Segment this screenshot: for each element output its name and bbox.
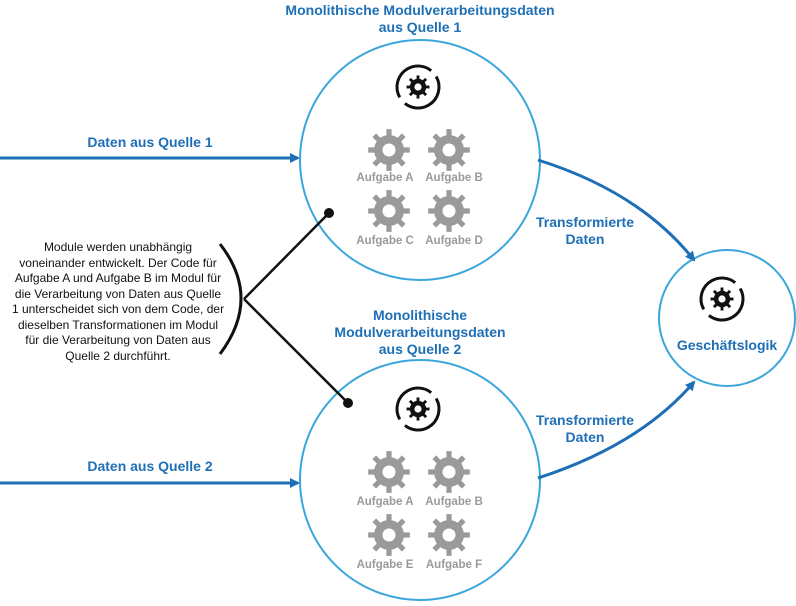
note-pointer-dot-module2: [343, 398, 353, 408]
gear-hub: [442, 143, 456, 157]
note-line: für die Verarbeitung von Daten aus: [25, 333, 211, 347]
gear-hub: [718, 295, 726, 303]
module2-circle: [299, 359, 541, 601]
gear-icon: [428, 514, 470, 556]
note-pointer-dot-module1: [324, 208, 334, 218]
business-logic-label: Geschäftslogik: [676, 337, 778, 353]
module2-title-line: aus Quelle 2: [378, 341, 462, 357]
gear-icon: [428, 129, 470, 171]
gear-hub: [382, 465, 396, 479]
gear-icon: [368, 190, 410, 232]
note-pointer-module1: [243, 212, 330, 300]
gear-hub: [442, 204, 456, 218]
module1-title-line: aus Quelle 1: [378, 19, 462, 35]
module2-title-line: Modulverarbeitungsdaten: [334, 324, 506, 340]
module2-title: Monolithische Modulverarbeitungsdaten au…: [310, 307, 530, 358]
note-line: dieselben Transformationen im Modul: [17, 317, 219, 332]
module1-title: Monolithische Modulverarbeitungsdaten au…: [262, 2, 578, 36]
note-line: 1 unterscheidet sich von dem Code, der: [11, 302, 225, 316]
transform2-arrow: [537, 380, 696, 480]
module1-title-line: Monolithische Modulverarbeitungsdaten: [285, 2, 555, 18]
note-line: Aufgabe A und Aufgabe B im Modul für: [14, 271, 222, 285]
transform1-arrow: [537, 158, 696, 262]
transform1-label-line: Daten: [565, 231, 605, 247]
task-label: Aufgabe B: [425, 496, 483, 508]
transform1-label-line: Transformierte: [535, 214, 635, 230]
gear-icon: [368, 451, 410, 493]
task-label: Aufgabe B: [425, 172, 483, 184]
input2-label: Daten aus Quelle 2: [87, 458, 213, 474]
gear-hub: [442, 528, 456, 542]
transform1-label: Transformierte Daten: [520, 214, 650, 248]
note-line: voneinander entwickelt. Der Code für: [19, 255, 217, 270]
note-line: die Verarbeitung von Daten aus Quelle: [14, 286, 222, 301]
gear-icon: [368, 514, 410, 556]
task-label: Aufgabe F: [426, 559, 482, 571]
note-bracket: [218, 243, 243, 355]
note-text: Module werden unabhängig voneinander ent…: [0, 240, 236, 364]
note-line: Module werden unabhängig: [43, 240, 193, 254]
gear-hub: [382, 528, 396, 542]
gear-hub: [414, 405, 422, 413]
note-line: Quelle 2 durchführt.: [65, 348, 171, 363]
gear-hub: [442, 465, 456, 479]
gear-hub: [414, 83, 422, 91]
module1-circle: [299, 39, 541, 281]
gear-icon: [428, 451, 470, 493]
transform2-label-line: Transformierte: [535, 412, 635, 428]
input1-label: Daten aus Quelle 1: [87, 134, 213, 150]
gear-icon: [368, 129, 410, 171]
task-label: Aufgabe A: [356, 172, 413, 184]
gear-hub: [382, 204, 396, 218]
gear-hub: [382, 143, 396, 157]
transform2-label: Transformierte Daten: [520, 412, 650, 446]
module2-title-line: Monolithische: [372, 307, 468, 323]
task-label: Aufgabe A: [356, 496, 413, 508]
transform2-label-line: Daten: [565, 429, 605, 445]
task-label: Aufgabe D: [425, 235, 483, 247]
task-label: Aufgabe E: [357, 559, 414, 571]
gear-icon: [428, 190, 470, 232]
note-pointer-module2: [243, 298, 349, 404]
task-label: Aufgabe C: [356, 235, 414, 247]
